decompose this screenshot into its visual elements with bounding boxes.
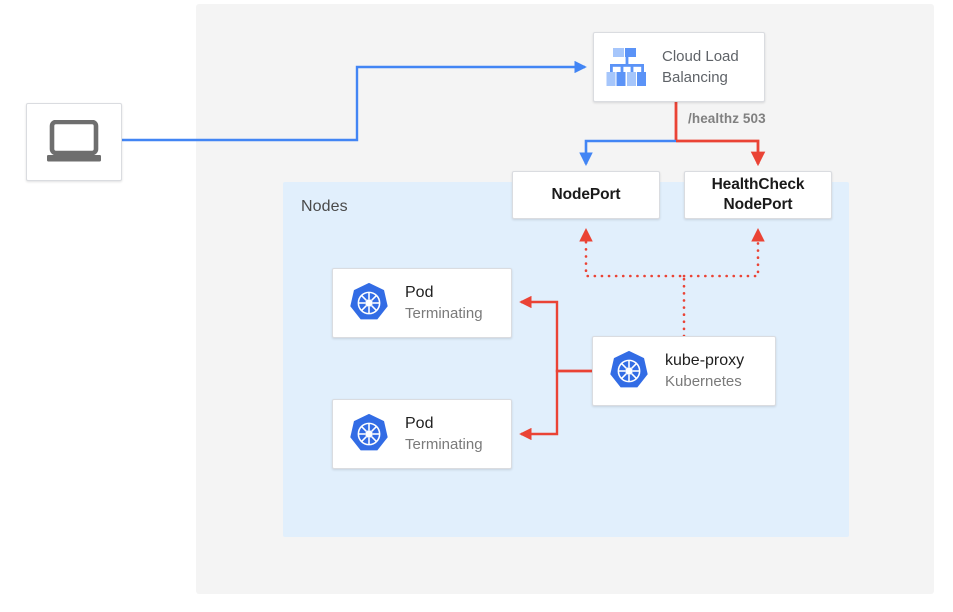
kube-proxy-node[interactable]: kube-proxy Kubernetes (592, 336, 776, 406)
cloud-load-balancing-icon (606, 48, 646, 86)
client-node[interactable] (26, 103, 122, 181)
pod-status-2: Terminating (405, 435, 483, 453)
healthcheck-nodeport-label-line2: NodePort (723, 196, 793, 213)
kube-proxy-subtitle: Kubernetes (665, 372, 742, 390)
nodeport-node[interactable]: NodePort (512, 171, 660, 219)
pod-text-2: Pod Terminating (405, 414, 483, 455)
nodeport-label: NodePort (551, 186, 621, 203)
healthz-edge-label: /healthz 503 (688, 111, 766, 126)
healthcheck-nodeport-label: HealthCheck NodePort (685, 175, 831, 215)
kubernetes-icon (350, 282, 388, 320)
kubernetes-icon (350, 413, 388, 451)
kubernetes-icon (610, 350, 648, 388)
kube-proxy-text: kube-proxy Kubernetes (665, 351, 744, 392)
cloud-load-balancing-label-line2: Balancing (662, 69, 728, 86)
pod-node-1[interactable]: Pod Terminating (332, 268, 512, 338)
cloud-load-balancing-label-line1: Cloud Load (662, 48, 739, 65)
pod-node-2[interactable]: Pod Terminating (332, 399, 512, 469)
laptop-icon (47, 120, 101, 162)
pod-title-1: Pod (405, 283, 434, 301)
nodes-region-label: Nodes (301, 198, 348, 215)
pod-text-1: Pod Terminating (405, 283, 483, 324)
pod-title-2: Pod (405, 414, 434, 432)
healthcheck-nodeport-label-line1: HealthCheck (711, 176, 805, 193)
kube-proxy-title: kube-proxy (665, 351, 745, 369)
healthcheck-nodeport-node[interactable]: HealthCheck NodePort (684, 171, 832, 219)
pod-status-1: Terminating (405, 304, 483, 322)
cloud-load-balancing-node[interactable]: Cloud Load Balancing (593, 32, 765, 102)
cloud-load-balancing-label: Cloud Load Balancing (662, 46, 739, 88)
